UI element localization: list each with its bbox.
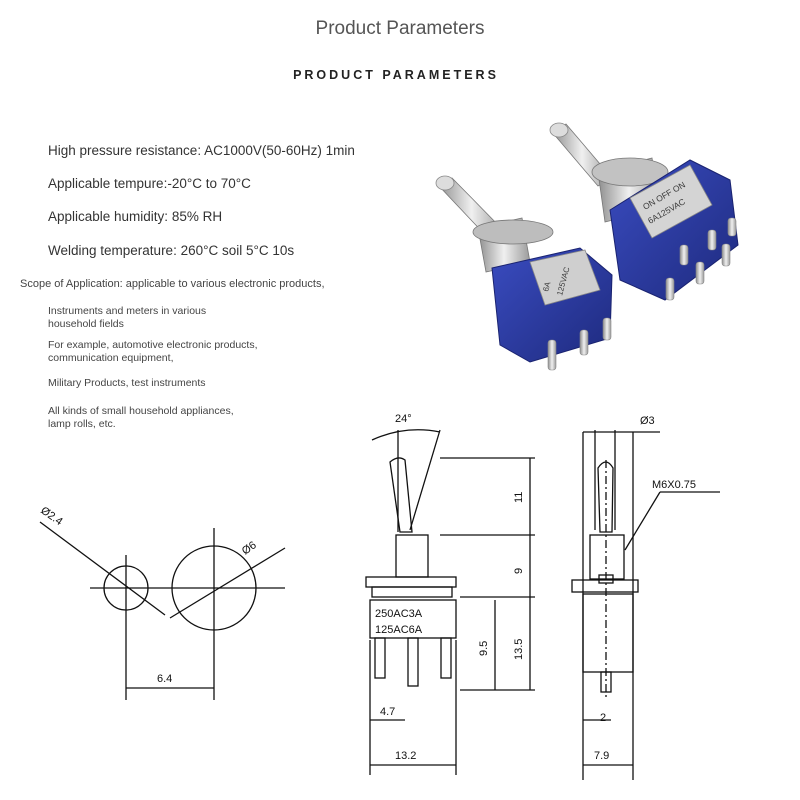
scope-item: Military Products, test instruments (48, 377, 206, 390)
scope-item: For example, automotive electronic produ… (48, 339, 258, 365)
lever-width-label: Ø3 (640, 415, 655, 427)
side-lever (597, 461, 614, 533)
small-hole-circle (103, 565, 149, 611)
side-nut (571, 579, 639, 593)
body-depth-label: 7.9 (594, 750, 609, 762)
front-view-drawing (365, 429, 535, 775)
scope-item: Instruments and meters in various househ… (48, 305, 206, 331)
section-heading: PRODUCT PARAMETERS (293, 68, 499, 82)
pin-right (440, 637, 452, 679)
spec-voltage: High pressure resistance: AC1000V(50-60H… (48, 143, 355, 158)
large-hole-leader (169, 547, 286, 619)
scope-item-line: Instruments and meters in various (48, 305, 207, 317)
scope-item-line: All kinds of small household appliances, (48, 405, 234, 417)
pin-width-label: 2 (600, 712, 606, 724)
side-view-drawing (571, 430, 720, 780)
toggle-switch-dpdt: ON OFF ON 6A125VAC (549, 122, 739, 301)
spec-welding: Welding temperature: 260°C soil 5°C 10s (48, 243, 295, 258)
spec-humidity: Applicable humidity: 85% RH (48, 209, 223, 224)
body-label-250v: 250AC3A (375, 608, 423, 620)
lever-length-label: 11 (513, 492, 525, 503)
pin-pitch-label: 4.7 (380, 706, 395, 718)
toggle-angle-arc (371, 429, 441, 441)
scope-item: All kinds of small household appliances,… (48, 405, 234, 431)
mounting-nut (365, 576, 457, 588)
lever-tilt-line (409, 429, 441, 531)
pin-left (374, 637, 386, 679)
small-hole-diameter: Ø2.4 (38, 505, 64, 529)
thread-leader (624, 491, 661, 551)
body-height-label: 13.5 (513, 639, 525, 660)
pin-height-label: 9.5 (478, 641, 490, 656)
side-bushing (589, 534, 625, 580)
body-width-label: 13.2 (395, 750, 416, 762)
side-body (582, 593, 634, 673)
scope-item-line: lamp rolls, etc. (48, 418, 116, 430)
toggle-angle-label: 24° (395, 413, 412, 425)
small-hole-leader (39, 521, 166, 616)
scope-item-line: For example, automotive electronic produ… (48, 339, 258, 351)
washer (371, 586, 453, 598)
page-title: Product Parameters (315, 18, 485, 39)
scope-heading: Scope of Application: applicable to vari… (20, 278, 325, 290)
scope-item-line: household fields (48, 318, 124, 330)
body-label-125v: 125AC6A (375, 624, 423, 636)
scope-item-line: Military Products, test instruments (48, 377, 206, 389)
mounting-hole-drawing (39, 521, 286, 700)
thread-label: M6X0.75 (652, 479, 696, 491)
hole-spacing-label: 6.4 (157, 673, 172, 685)
toggle-lever (389, 457, 413, 533)
spec-temperature: Applicable tempure:-20°C to 70°C (48, 176, 251, 191)
switch-label-rating: 6A (541, 280, 552, 292)
pin-middle (407, 637, 419, 687)
large-hole-diameter: Ø6 (240, 539, 259, 557)
large-hole-circle (171, 545, 257, 631)
bushing-height-label: 9 (513, 568, 525, 574)
toggle-switch-spdt: 6A 125VAC (435, 175, 613, 371)
bushing (395, 534, 429, 578)
scope-item-line: communication equipment, (48, 352, 174, 364)
